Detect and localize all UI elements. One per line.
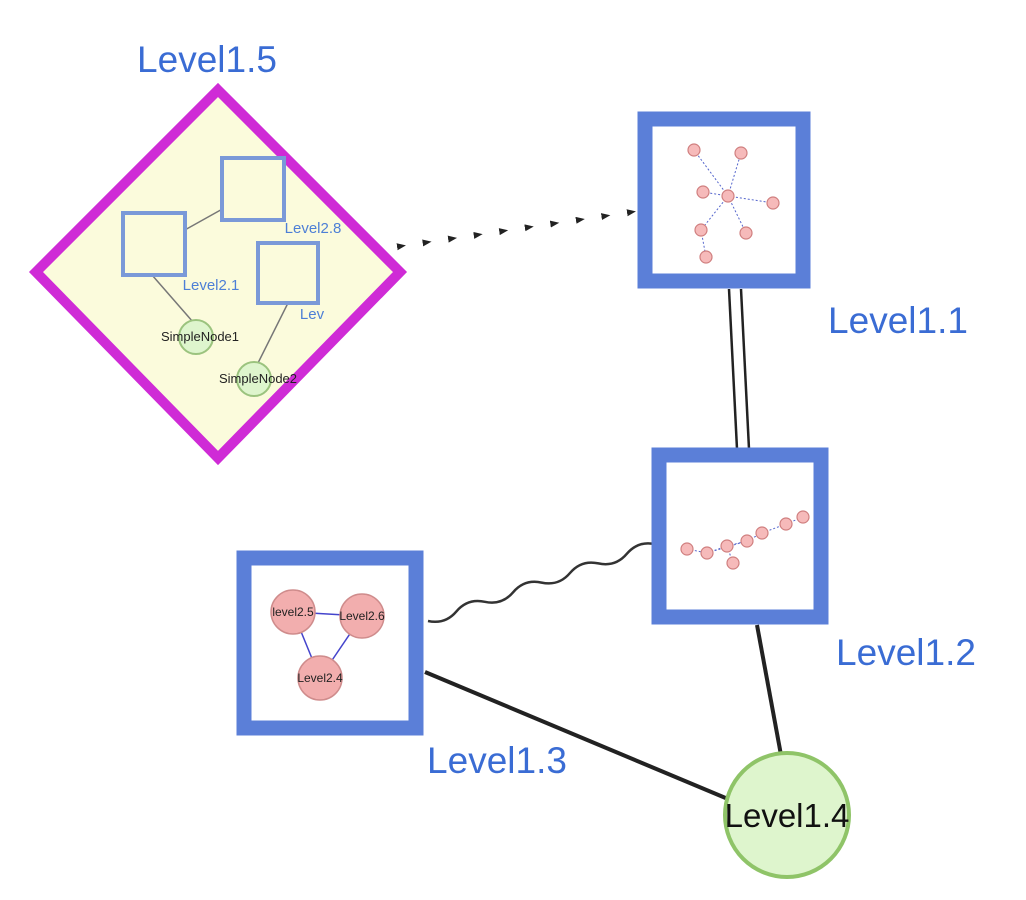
mini-node[interactable] [721,189,735,203]
square-level1-3[interactable] [236,550,424,736]
node-label-level1-5: Level1.5 [137,39,277,80]
mini-node[interactable] [755,526,769,540]
edge-level2-1-to-level2-8[interactable] [182,206,227,232]
mini-node[interactable] [734,146,748,160]
node-level1-5-group[interactable]: Level2.8 Level2.1 Lev SimpleNode1 Simple… [28,82,408,466]
node-level1-3-group[interactable]: level2.5 Level2.6 Level2.4 [236,550,424,736]
node-level1-1-group[interactable] [637,111,811,289]
subnode-level2-5[interactable] [270,589,316,635]
mini-edge [727,195,747,234]
mini-node[interactable] [779,517,793,531]
subnode-simplenode1[interactable] [178,319,214,355]
mini-node[interactable] [699,250,713,264]
mini-node[interactable] [739,226,753,240]
subnode-label-level2-5: level2.5 [272,605,314,619]
square-level1-2[interactable] [651,447,829,625]
mini-node[interactable] [687,143,701,157]
node-level1-2-group[interactable] [651,447,829,625]
mini-node[interactable] [696,185,710,199]
mini-nodes-level1-2[interactable] [680,510,810,570]
mini-edge [700,195,729,231]
subnode-label-level2-6: Level2.6 [339,609,385,623]
subnode-label-level2-1: Level2.1 [183,277,240,294]
subnode-label-simplenode2: SimpleNode2 [219,371,297,386]
edge-level2-1-to-simplenode1[interactable] [151,274,194,323]
mini-edge [785,516,804,525]
mini-node[interactable] [740,534,754,548]
edge-level1-1-to-level1-2[interactable] [727,288,751,450]
mini-node[interactable] [700,546,714,560]
edge-level1-2-to-level1-4[interactable] [755,624,783,756]
mini-node[interactable] [766,196,780,210]
subnode-label-lev: Lev [300,306,325,323]
subnode-square-level2-1[interactable] [121,211,187,277]
edge-level1-3-to-level1-4[interactable] [424,670,729,801]
node-level1-4-group[interactable]: Level1.4 [723,751,851,879]
mini-node[interactable] [726,556,740,570]
circle-level1-4[interactable] [723,751,851,879]
node-label-level1-2: Level1.2 [836,632,976,673]
subnode-square-lev[interactable] [256,241,320,305]
mini-node[interactable] [796,510,810,524]
subnode-label-level2-8: Level2.8 [285,220,342,237]
subnode-simplenode2[interactable] [236,361,272,397]
mini-edge [727,195,774,204]
node-label-level1-3: Level1.3 [427,740,567,781]
subnode-level2-4[interactable] [297,655,343,701]
subnode-square-level2-8[interactable] [220,156,286,222]
mini-edge [726,545,734,564]
mini-edge [693,149,729,197]
mini-nodes-level1-1[interactable] [687,143,780,264]
subnode-label-simplenode1: SimpleNode1 [161,329,239,344]
mini-edge [727,152,742,197]
mini-node[interactable] [680,542,694,556]
mini-node[interactable] [694,223,708,237]
edge-lev-to-simplenode2[interactable] [257,302,289,364]
subnode-label-level2-4: Level2.4 [297,671,343,685]
subnode-level2-6[interactable] [339,593,385,639]
node-label-level1-4: Level1.4 [725,797,850,834]
mini-node[interactable] [720,539,734,553]
edge-level1-3-to-level1-2[interactable] [427,542,656,624]
diamond-shape[interactable] [28,82,408,466]
node-label-level1-1: Level1.1 [828,300,968,341]
mini-edge [746,532,763,542]
edge-level1-5-to-level1-1[interactable] [396,209,636,251]
